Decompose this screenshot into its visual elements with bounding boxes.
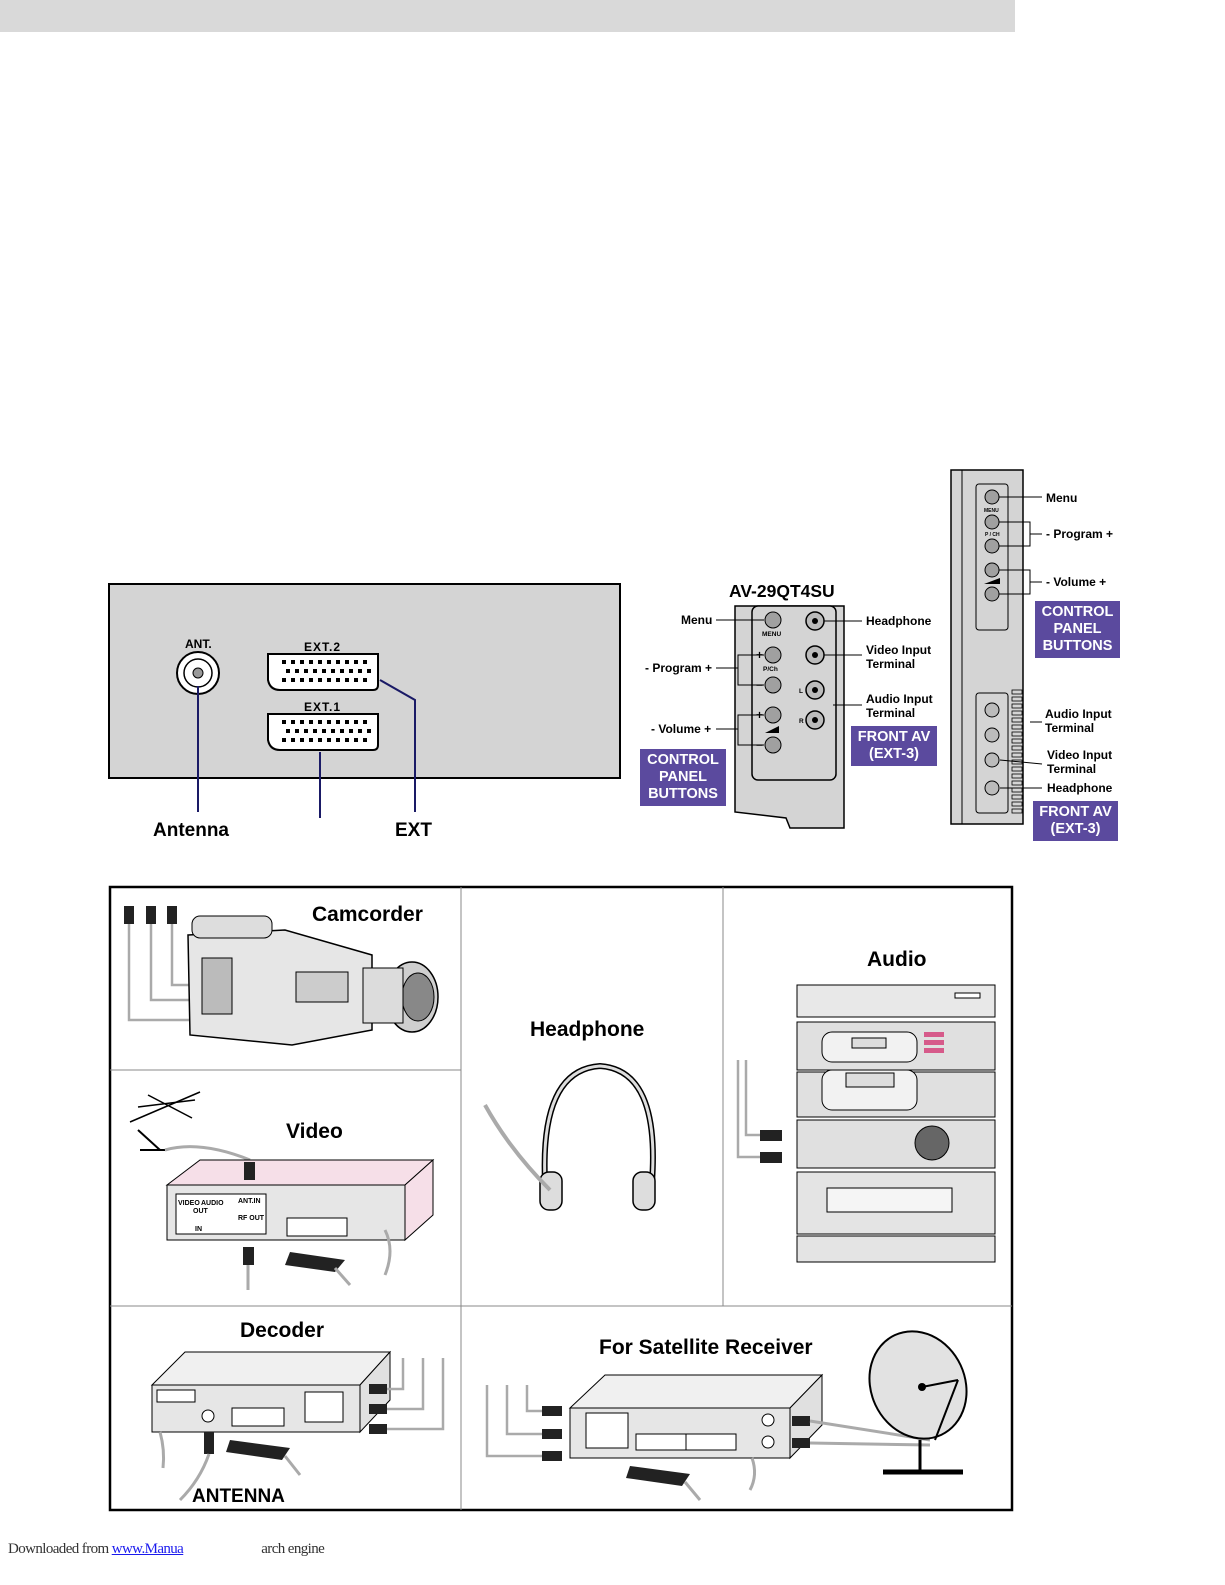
- audio-l-jack-side: [984, 702, 1000, 718]
- audio-r-jack-side: [984, 727, 1000, 743]
- side-engraved-menu: MENU: [984, 508, 999, 514]
- antenna-caption: Antenna: [153, 820, 229, 841]
- volume-down-button-front: [764, 736, 782, 754]
- headphone-jack-side: [984, 780, 1000, 796]
- satellite-receiver-label: For Satellite Receiver: [599, 1336, 813, 1359]
- headphone-illustration: [483, 1062, 656, 1211]
- footer-link[interactable]: www.Manua: [111, 1541, 184, 1557]
- side-volume-label: - Volume +: [1046, 575, 1106, 589]
- side-program-label: - Program +: [1046, 527, 1113, 541]
- antenna-device-label: ANTENNA: [192, 1486, 285, 1507]
- audio-r-jack-front: [805, 710, 825, 730]
- program-up-button-side: [984, 514, 1000, 530]
- front-headphone-label: Headphone: [866, 614, 932, 628]
- side-video-input-label-1: Video Input: [1047, 748, 1112, 762]
- front-program-label: - Program +: [645, 661, 712, 675]
- volume-up-button-front: [764, 706, 782, 724]
- audio-l-jack-front: [805, 680, 825, 700]
- vcr-illustration: VIDEO AUDIO OUT IN ANT.IN RF OUT: [129, 1091, 435, 1290]
- engraved-r: R: [799, 718, 804, 725]
- side-audio-input-label-1: Audio Input: [1045, 707, 1112, 721]
- headphone-label: Headphone: [530, 1018, 644, 1041]
- svg-text:−: −: [756, 738, 763, 752]
- ext1-label: EXT.1: [304, 700, 341, 714]
- front-menu-label: Menu: [681, 613, 712, 627]
- vcr-engraved-audio: AUDIO: [201, 1200, 224, 1207]
- front-video-input-label-2: Terminal: [866, 657, 915, 671]
- program-up-button-front: [764, 646, 782, 664]
- camcorder-illustration: [124, 906, 439, 1046]
- engraved-l: L: [799, 688, 803, 695]
- front-av-badge: FRONT AV (EXT-3): [851, 726, 937, 766]
- ant-label: ANT.: [185, 637, 212, 651]
- program-down-button-side: [984, 538, 1000, 554]
- decoder-illustration: [150, 1350, 445, 1502]
- side-control-panel-badge: CONTROL PANEL BUTTONS: [1035, 601, 1120, 658]
- video-input-jack-side: [984, 752, 1000, 768]
- engraved-pch: P/Ch: [763, 666, 778, 673]
- side-audio-input-label-2: Terminal: [1045, 721, 1094, 735]
- vcr-engraved-out: OUT: [193, 1208, 209, 1215]
- ext2-label: EXT.2: [304, 640, 341, 654]
- satellite-receiver-illustration: [485, 1330, 968, 1501]
- audio-label: Audio: [867, 948, 926, 971]
- side-video-input-label-2: Terminal: [1047, 762, 1096, 776]
- video-input-jack-front: [805, 645, 825, 665]
- side-engraved-pch: P / CH: [985, 532, 1000, 538]
- volume-up-button-side: [984, 562, 1000, 578]
- video-label: Video: [286, 1120, 343, 1143]
- svg-text:+: +: [756, 648, 763, 662]
- headphone-jack-front: [805, 611, 825, 631]
- vcr-engraved-video: VIDEO: [178, 1200, 200, 1207]
- front-audio-input-label-2: Terminal: [866, 706, 915, 720]
- ext-caption: EXT: [395, 820, 432, 841]
- antenna-socket: [176, 651, 220, 695]
- footer-prefix: Downloaded from: [8, 1541, 112, 1557]
- front-video-input-label-1: Video Input: [866, 643, 931, 657]
- header-bar: [0, 0, 1015, 32]
- model-title: AV-29QT4SU: [729, 581, 835, 601]
- vcr-engraved-in: IN: [195, 1226, 202, 1233]
- decoder-label: Decoder: [240, 1319, 324, 1342]
- camcorder-label: Camcorder: [312, 903, 423, 926]
- svg-text:+: +: [756, 708, 763, 722]
- menu-button-side: [984, 489, 1000, 505]
- program-down-button-front: [764, 676, 782, 694]
- engraved-menu: MENU: [762, 631, 781, 638]
- side-front-av-badge: FRONT AV (EXT-3): [1033, 801, 1118, 841]
- menu-button-front: [764, 611, 782, 629]
- vcr-engraved-ant-in: ANT.IN: [238, 1198, 261, 1205]
- footer: Downloaded from www.Manua arch engine: [8, 1541, 325, 1558]
- svg-text:−: −: [756, 678, 763, 692]
- side-headphone-label: Headphone: [1047, 781, 1113, 795]
- side-menu-label: Menu: [1046, 491, 1077, 505]
- front-audio-input-label-1: Audio Input: [866, 692, 933, 706]
- vcr-engraved-rf-out: RF OUT: [238, 1215, 265, 1222]
- audio-system-illustration: [736, 984, 996, 1263]
- footer-suffix: arch engine: [261, 1541, 325, 1557]
- volume-down-button-side: [984, 586, 1000, 602]
- front-volume-label: - Volume +: [651, 722, 711, 736]
- ext1-scart-socket: [267, 713, 379, 751]
- ext2-scart-socket: [267, 653, 379, 691]
- front-control-panel-badge: CONTROL PANEL BUTTONS: [640, 749, 726, 806]
